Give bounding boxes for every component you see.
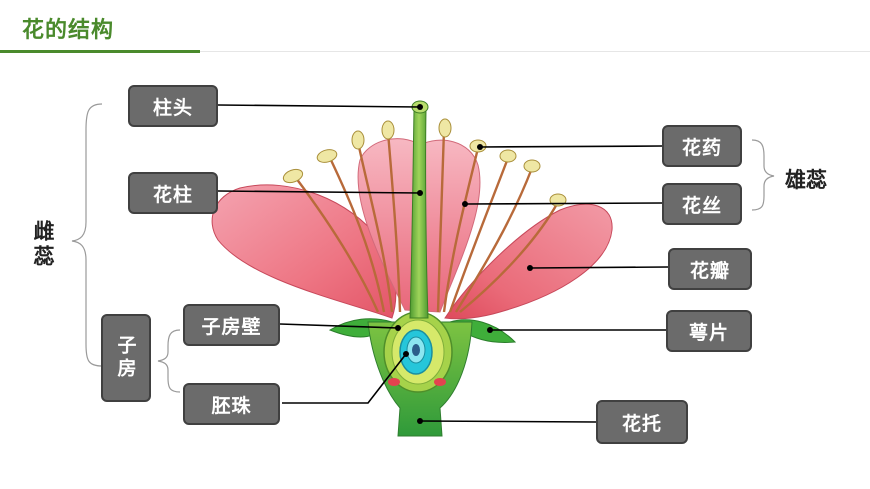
anther-label: 花药 <box>662 125 742 167</box>
pistil-brace <box>71 103 103 367</box>
leader-lines <box>217 104 669 423</box>
style-shape <box>409 109 429 319</box>
ovary-wall-label: 子房壁 <box>183 304 280 346</box>
filament-label: 花丝 <box>662 183 742 225</box>
stamens <box>295 129 560 313</box>
ovary-label: 子房 <box>101 314 151 402</box>
petal-label: 花瓣 <box>668 248 752 290</box>
stamen-group-label: 雄蕊 <box>785 168 827 192</box>
title-underline <box>0 50 200 53</box>
pistil-group-label: 雌蕊 <box>31 220 55 270</box>
ovary-brace <box>157 329 181 393</box>
style-label: 花柱 <box>128 172 218 214</box>
stigma-label: 柱头 <box>128 85 218 127</box>
leader-dots <box>395 104 533 424</box>
ovule-label: 胚珠 <box>183 383 280 425</box>
braces <box>71 103 775 393</box>
sepal-label: 萼片 <box>666 310 752 352</box>
stamen-brace <box>751 139 775 211</box>
title-divider <box>200 51 870 52</box>
page-title: 花的结构 <box>22 18 115 43</box>
receptacle-label: 花托 <box>596 400 688 444</box>
